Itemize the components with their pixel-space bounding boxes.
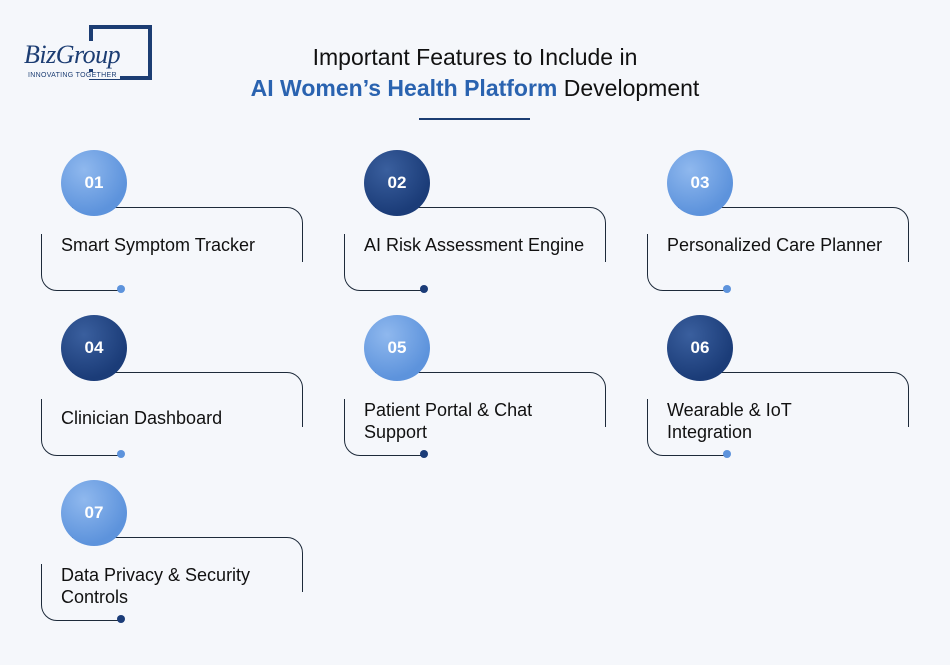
title-highlight: AI Women’s Health Platform	[250, 75, 558, 101]
number-badge: 07	[61, 480, 127, 546]
feature-label: Smart Symptom Tracker	[61, 235, 256, 255]
connector-dot	[723, 285, 731, 293]
title-line-1: Important Features to Include in	[312, 44, 638, 70]
card-frame	[646, 371, 910, 457]
feature-label: Patient Portal & Chat Support	[364, 400, 533, 442]
connector-dot	[117, 285, 125, 293]
number-badge: 05	[364, 315, 430, 381]
feature-card-05: 05 Patient Portal & Chat Support	[343, 315, 614, 465]
card-frame	[646, 206, 910, 292]
number-badge: 04	[61, 315, 127, 381]
bizgroup-logo: BizGroup INNOVATING TOGETHER	[24, 25, 159, 85]
card-frame	[40, 536, 304, 622]
feature-card-07: 07 Data Privacy & Security Controls	[40, 480, 311, 630]
feature-card-04: 04 Clinician Dashboard	[40, 315, 311, 465]
number-badge: 01	[61, 150, 127, 216]
number-badge: 02	[364, 150, 430, 216]
number-badge: 06	[667, 315, 733, 381]
feature-label: Wearable & IoT Integration	[667, 400, 792, 442]
title-underline	[419, 118, 530, 120]
connector-dot	[117, 450, 125, 458]
page-title: Important Features to Include in AI Wome…	[0, 42, 950, 104]
feature-label: Personalized Care Planner	[667, 235, 883, 255]
logo-name: BizGroup	[24, 40, 123, 69]
title-line-2: AI Women’s Health Platform Development	[0, 72, 950, 104]
card-frame	[343, 371, 607, 457]
title-rest: Development	[563, 75, 700, 101]
feature-card-06: 06 Wearable & IoT Integration	[646, 315, 917, 465]
number-badge: 03	[667, 150, 733, 216]
feature-label: Data Privacy & Security Controls	[61, 565, 251, 607]
card-frame	[40, 206, 304, 292]
connector-dot	[723, 450, 731, 458]
feature-card-01: 01 Smart Symptom Tracker	[40, 150, 311, 300]
feature-card-03: 03 Personalized Care Planner	[646, 150, 917, 300]
connector-dot	[420, 285, 428, 293]
card-frame	[343, 206, 607, 292]
connector-dot	[420, 450, 428, 458]
feature-label: AI Risk Assessment Engine	[364, 235, 585, 255]
connector-dot	[117, 615, 125, 623]
card-frame	[40, 371, 304, 457]
feature-label: Clinician Dashboard	[61, 408, 223, 428]
feature-card-02: 02 AI Risk Assessment Engine	[343, 150, 614, 300]
logo-tagline: INNOVATING TOGETHER	[28, 72, 120, 79]
